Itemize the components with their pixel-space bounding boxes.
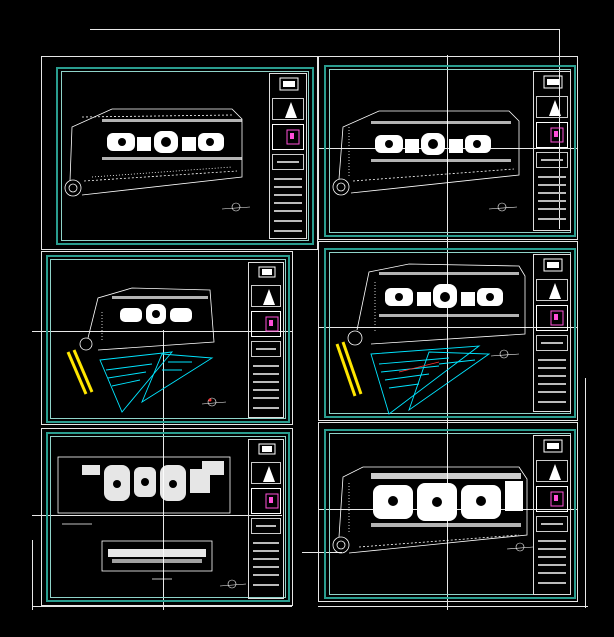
sheet-5[interactable] [41, 428, 293, 606]
guide-line-far-left [32, 540, 33, 610]
sheet-1-tb-cell [272, 124, 304, 150]
sheet-6-title-block [533, 435, 571, 595]
sheet-6-logo-icon [543, 439, 563, 453]
sheet-4[interactable] [318, 241, 578, 421]
sheet-5-tb-cell [251, 518, 281, 534]
sheet-2-tb-cell [536, 122, 568, 148]
sheet-2-tb-cell [536, 152, 568, 168]
sheet-1-tb-cell [272, 98, 304, 120]
sheet-3[interactable] [41, 251, 293, 425]
sheet-4-site-plan [335, 263, 526, 415]
sheet-6-site-plan [332, 466, 534, 554]
sheet-6[interactable] [318, 422, 578, 602]
sheet-4-frame [324, 248, 576, 418]
sheet-2-tb-cell [536, 96, 568, 118]
sheet-3-tb-cell [251, 285, 281, 307]
sheet-3-tb-cell [251, 311, 281, 337]
sheet-5-title-block [248, 439, 284, 599]
sheet-3-site-plan [66, 287, 227, 413]
sheet-3-title-block [248, 262, 284, 418]
sheet-6-frame [324, 429, 576, 599]
guide-line-top [90, 29, 560, 30]
sheet-4-logo-icon [543, 258, 563, 272]
sheet-6-tb-cell [536, 486, 568, 512]
guide-line-far-right [585, 378, 586, 608]
sheet-5-frame [46, 432, 290, 602]
sheet-3-tb-cell [251, 341, 281, 357]
sheet-1-logo-icon [279, 77, 299, 91]
sheet-5-floor-plans [57, 456, 247, 589]
guide-line-right-top [559, 29, 560, 229]
sheet-4-parking-layout [370, 345, 491, 415]
sheet-3-access-road [66, 349, 94, 395]
sheet-2[interactable] [318, 56, 578, 240]
sheet-4-tb-cell [536, 335, 568, 351]
sheet-4-access-road [335, 341, 363, 397]
guide-line-right-mid [318, 327, 578, 328]
sheet-3-logo-icon [258, 266, 276, 278]
guide-line-bottom-right [318, 606, 588, 607]
sheet-1[interactable] [41, 56, 318, 250]
guide-line-center-vertical [447, 55, 448, 610]
guide-line-right-upper [318, 148, 578, 149]
sheet-3-parking-layout [99, 351, 214, 413]
sheet-5-frame-inner [50, 436, 286, 598]
sheet-5-logo-icon [258, 443, 276, 455]
sheet-1-tb-cell [272, 154, 304, 170]
sheet-6-tb-cell [536, 460, 568, 482]
sheet-5-tb-cell [251, 462, 281, 484]
guide-line-bottom-left [32, 606, 292, 607]
guide-line-mid-horizontal [32, 331, 292, 332]
sheet-1-frame-inner [61, 71, 309, 241]
sheet-1-site-plan [64, 108, 251, 212]
sheet-2-frame [324, 65, 576, 237]
sheet-1-frame [56, 67, 314, 245]
sheet-4-tb-cell [536, 305, 568, 331]
sheet-4-tb-cell [536, 279, 568, 301]
sheet-1-title-block [269, 73, 307, 239]
sheet-4-title-block [533, 254, 571, 412]
sheet-6-tb-cell [536, 516, 568, 532]
sheet-5-tb-cell [251, 488, 281, 514]
sheet-2-title-block [533, 71, 571, 231]
sheet-2-site-plan [332, 110, 520, 212]
guide-line-lower-horizontal [32, 515, 282, 516]
guide-line-stub [302, 552, 342, 553]
sheet-2-logo-icon [543, 75, 563, 89]
sheet-3-frame-inner [50, 259, 286, 419]
sheet-3-frame [46, 255, 290, 423]
